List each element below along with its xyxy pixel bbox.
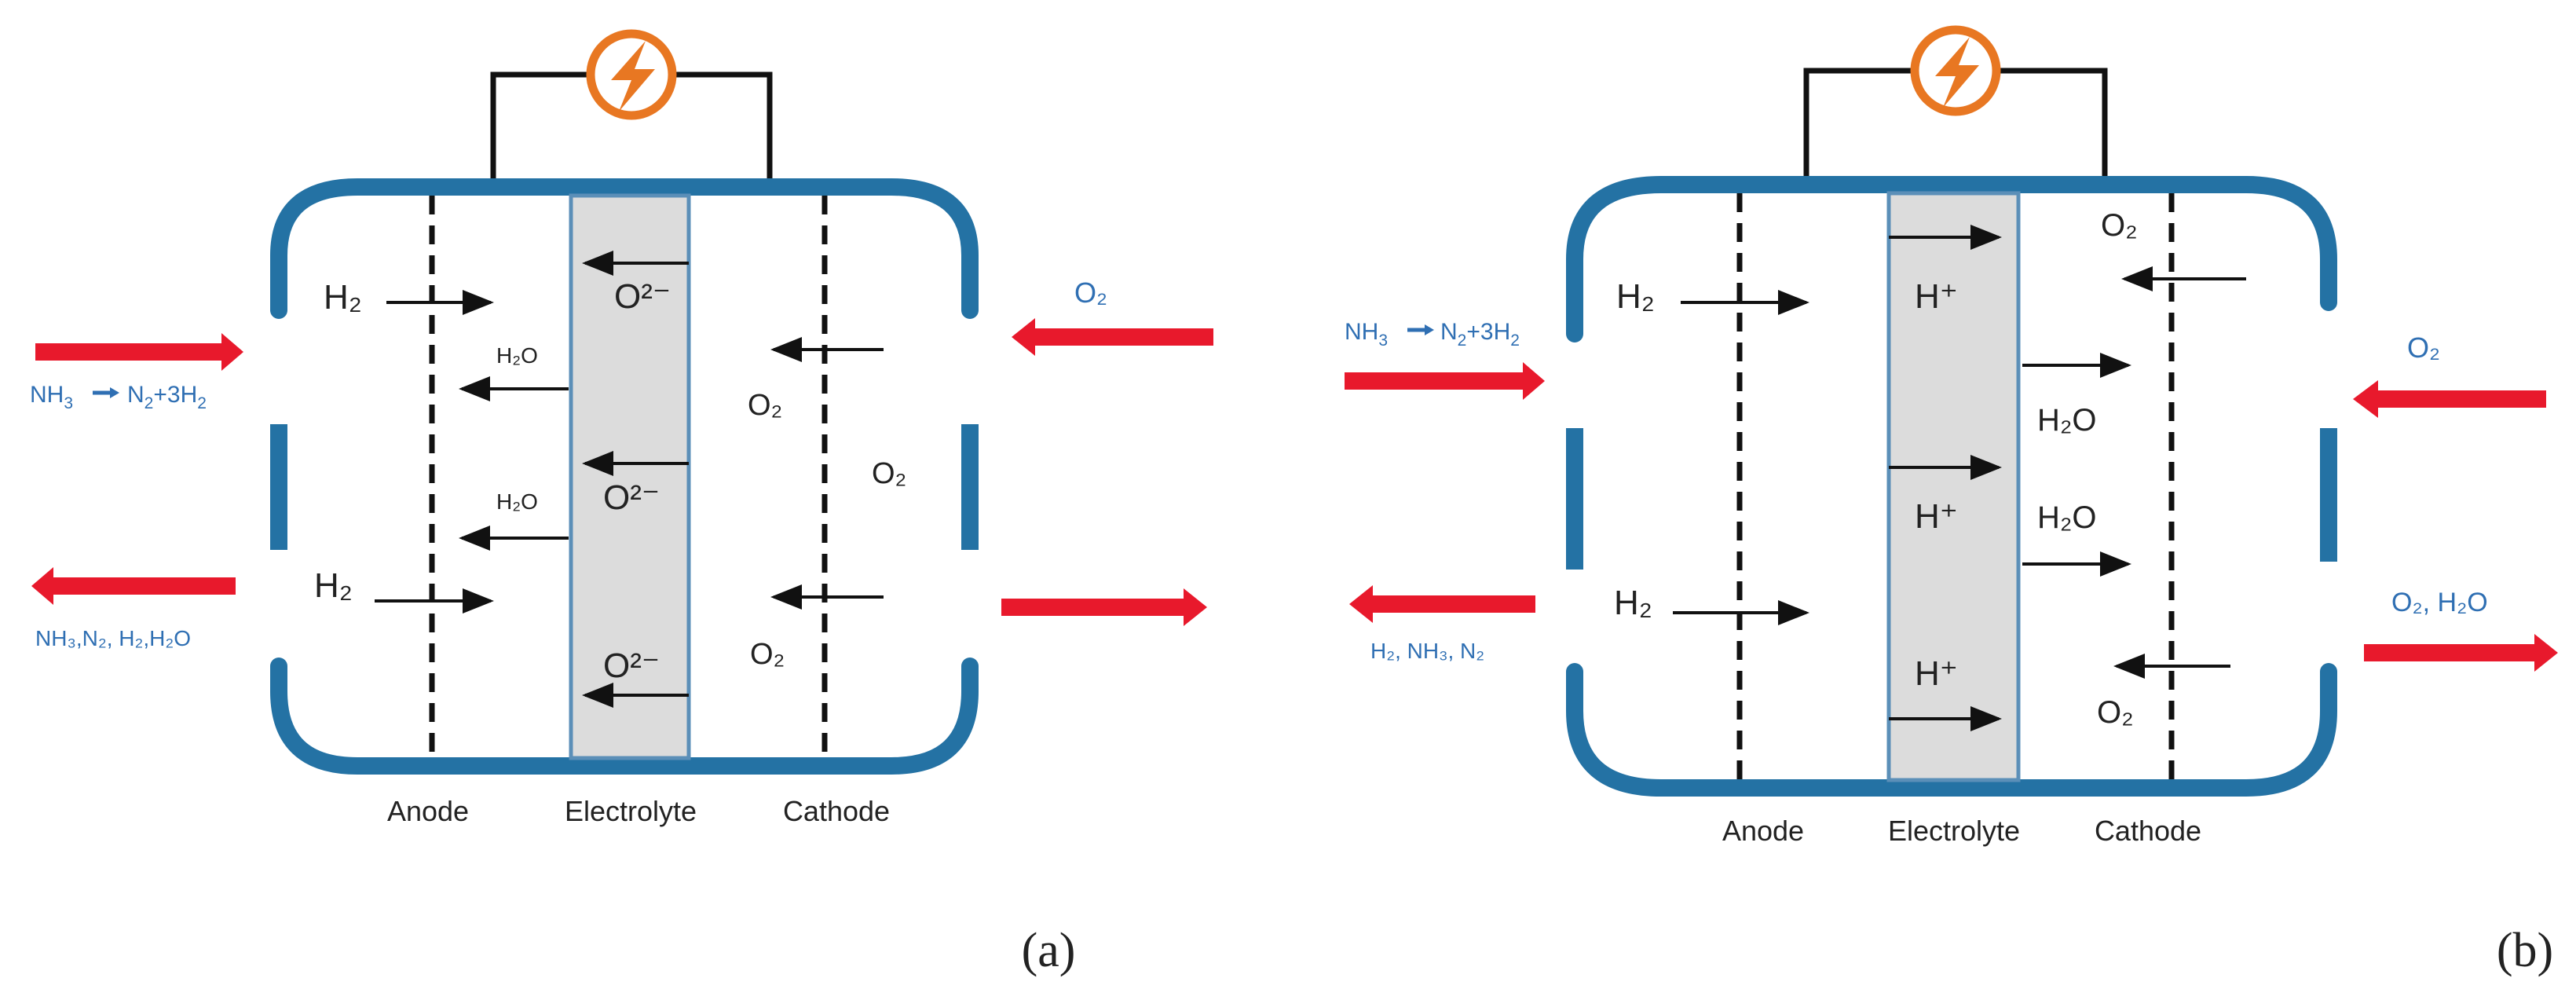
oxidant-in-label-b: O₂ bbox=[2407, 332, 2440, 364]
product-species-b-1: H₂O bbox=[2037, 403, 2097, 438]
layer-label-cathode-a: Cathode bbox=[783, 795, 890, 827]
electrolyte-ion-a-2: O²⁻ bbox=[603, 478, 660, 517]
electrolyte-ion-a-1: O²⁻ bbox=[614, 277, 671, 316]
anode-species-a-2: H₂ bbox=[314, 566, 353, 605]
oxidant-in-arrow-a bbox=[1012, 318, 1213, 356]
oxidant-in-arrow-b bbox=[2353, 380, 2546, 418]
layer-label-electrolyte-b: Electrolyte bbox=[1888, 815, 2020, 847]
oxidant-out-arrow-a bbox=[1001, 588, 1207, 626]
reaction-arrow-icon bbox=[1407, 324, 1434, 335]
exhaust-label-a: NH₃,N₂, H₂,H₂O bbox=[35, 626, 191, 650]
oxidant-in-label-a: O₂ bbox=[1074, 277, 1107, 309]
product-species-b-2: H₂O bbox=[2037, 500, 2097, 535]
cathode-species-a-3: O₂ bbox=[750, 638, 785, 671]
cell-outline-top-a bbox=[270, 178, 979, 319]
oxidant-out-arrow-b bbox=[2364, 634, 2558, 672]
lightning-bolt-icon bbox=[1910, 25, 2001, 116]
cell-outline-bottom-a bbox=[270, 658, 979, 775]
electrolyte-ion-a-3: O²⁻ bbox=[603, 647, 660, 685]
reaction-arrow-icon bbox=[93, 387, 119, 398]
electrolyte-ion-b-2: H⁺ bbox=[1915, 497, 1958, 536]
oxidant-out-label-b: O₂, H₂O bbox=[2391, 588, 2488, 617]
product-species-a-2: H₂O bbox=[496, 489, 538, 514]
product-species-a-1: H₂O bbox=[496, 343, 538, 368]
cathode-species-b-2: O₂ bbox=[2097, 695, 2134, 730]
panel-b: NH3 N2+3H2 H₂, NH₃, N₂ O₂ O₂, H₂O H₂ H₂ … bbox=[1345, 25, 2558, 977]
svg-text:NH3: NH3 bbox=[30, 382, 73, 412]
panel-caption-a: (a) bbox=[1022, 924, 1076, 977]
electrolyte-layer-a bbox=[569, 193, 691, 760]
cell-outline-top-b bbox=[1566, 176, 2337, 342]
exhaust-label-b: H₂, NH₃, N₂ bbox=[1370, 639, 1484, 663]
feed-reaction-b: NH3 N2+3H2 bbox=[1345, 319, 1520, 350]
electrolyte-ion-b-1: H⁺ bbox=[1915, 277, 1958, 316]
feed-in-arrow-b bbox=[1345, 362, 1545, 400]
layer-label-cathode-b: Cathode bbox=[2095, 815, 2201, 847]
anode-species-b-1: H₂ bbox=[1616, 277, 1655, 316]
cathode-species-a-2: O₂ bbox=[872, 457, 906, 490]
electrolyte-layer-b bbox=[1886, 191, 2021, 782]
layer-label-anode-b: Anode bbox=[1722, 815, 1804, 847]
lightning-bolt-icon bbox=[586, 29, 677, 120]
exhaust-out-arrow-b bbox=[1349, 585, 1535, 623]
panel-caption-b: (b) bbox=[2497, 924, 2553, 977]
electrolyte-ion-b-3: H⁺ bbox=[1915, 654, 1958, 693]
svg-text:N2+3H2: N2+3H2 bbox=[1440, 319, 1520, 350]
cathode-species-a-1: O₂ bbox=[748, 389, 782, 422]
anode-species-b-2: H₂ bbox=[1614, 584, 1652, 622]
feed-in-arrow-a bbox=[35, 333, 243, 371]
exhaust-out-arrow-a bbox=[31, 567, 236, 605]
svg-text:NH3: NH3 bbox=[1345, 319, 1388, 350]
feed-reaction-a: NH3 N2+3H2 bbox=[30, 382, 207, 412]
cathode-species-b-1: O₂ bbox=[2101, 208, 2138, 243]
svg-text:N2+3H2: N2+3H2 bbox=[127, 382, 207, 412]
layer-label-electrolyte-a: Electrolyte bbox=[565, 795, 697, 827]
anode-species-a-1: H₂ bbox=[324, 278, 362, 317]
cell-outline-bottom-b bbox=[1566, 663, 2337, 797]
panel-a: NH3 N2+3H2 NH₃,N₂, H₂,H₂O O₂ H₂ H₂ H₂O H… bbox=[30, 29, 1213, 977]
layer-label-anode-a: Anode bbox=[387, 795, 469, 827]
